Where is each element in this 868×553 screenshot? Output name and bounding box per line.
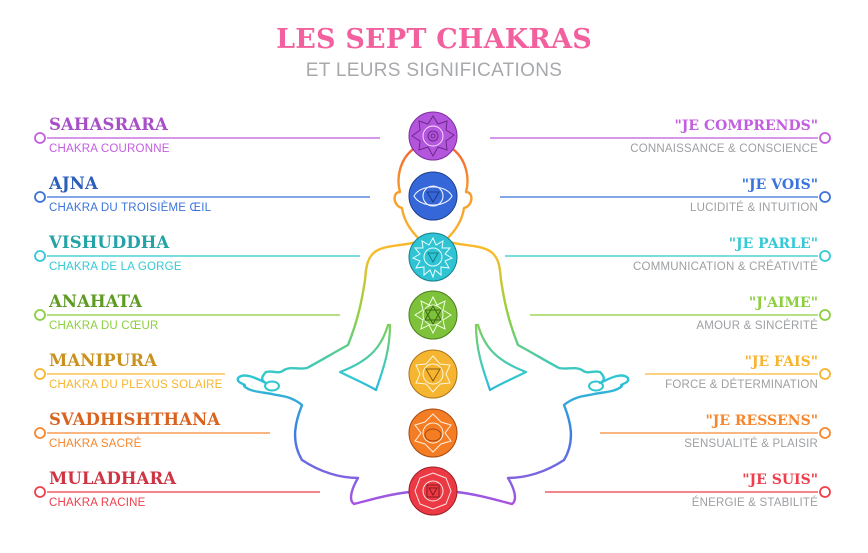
chakra-quote: "JE RESSENS" [705,413,818,429]
chakra-subtitle: CHAKRA DE LA GORGE [49,261,182,273]
chakra-name: MULADHARA [49,469,177,488]
chakra-subtitle: CHAKRA RACINE [49,497,146,509]
lotus-mandala-icon [411,115,455,158]
line-endpoints [34,132,831,498]
chakra-name: SAHASRARA [49,115,168,134]
chakra-quote: "JE FAIS" [744,354,818,370]
chakra-quote: "JE PARLE" [728,236,818,252]
chakra-sacral-badge[interactable] [408,408,458,458]
chakra-subtitle: CHAKRA SACRÉ [49,438,142,450]
crescent-lotus-icon [414,413,452,453]
chakra-meaning: CONNAISSANCE & CONSCIENCE [630,143,818,155]
solar-triangle-icon [415,355,451,393]
chakra-throat-badge[interactable] [408,232,458,282]
hexagram-icon [414,295,452,335]
chakra-heart-badge[interactable] [408,290,458,340]
chakra-subtitle: CHAKRA DU PLEXUS SOLAIRE [49,379,223,391]
chakra-crown-badge[interactable] [408,111,458,161]
chakra-meaning: FORCE & DÉTERMINATION [665,379,818,391]
chakra-quote: "JE VOIS" [741,177,818,193]
chakra-name: VISHUDDHA [49,233,170,252]
chakra-quote: "J'AIME" [748,295,818,311]
third-eye-icon [413,185,453,207]
root-square-icon [414,472,452,510]
page-subtitle: ET LEURS SIGNIFICATIONS [305,60,563,81]
chakra-subtitle: CHAKRA DU CŒUR [49,320,159,332]
chakra-meaning: AMOUR & SINCÉRITÉ [696,320,818,332]
page-title: LES SEPT CHAKRAS [276,24,592,55]
chakra-solar-plexus-badge[interactable] [408,349,458,399]
chakra-meaning: SENSUALITÉ & PLAISIR [684,438,818,450]
throat-lotus-icon [411,236,454,279]
chakra-meaning: LUCIDITÉ & INTUITION [690,202,818,214]
chakra-subtitle: CHAKRA COURONNE [49,143,170,155]
chakra-quote: "JE COMPRENDS" [674,118,818,134]
chakra-name: SVADHISHTHANA [49,410,221,429]
chakra-third-eye-badge[interactable] [408,171,458,221]
chakra-name: MANIPURA [49,351,157,370]
chakra-meaning: COMMUNICATION & CRÉATIVITÉ [633,261,818,273]
chakra-quote: "JE SUIS" [742,472,818,488]
chakra-name: ANAHATA [49,292,143,311]
chakra-subtitle: CHAKRA DU TROISIÈME ŒIL [49,202,212,214]
connector-lines [47,137,818,493]
chakra-meaning: ÉNERGIE & STABILITÉ [691,497,818,509]
chakra-name: AJNA [49,174,98,193]
chakra-root-badge[interactable] [408,466,458,516]
